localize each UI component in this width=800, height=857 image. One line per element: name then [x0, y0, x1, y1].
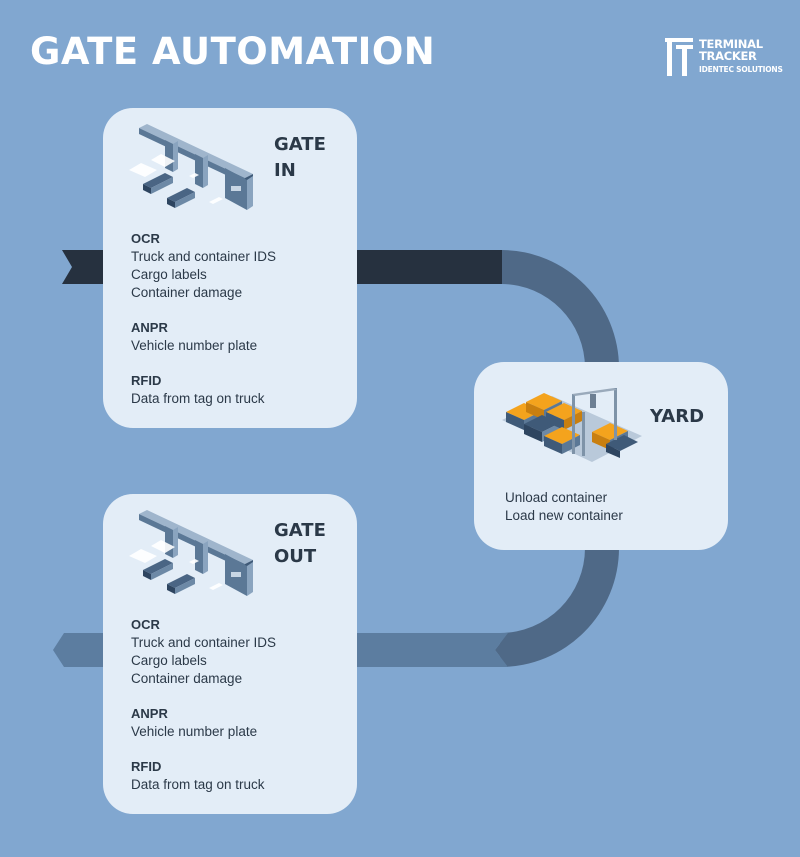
gate-in-feature-ocr: OCR Truck and container IDS Cargo labels… — [131, 230, 351, 302]
gate-in-title: GATE IN — [274, 132, 326, 184]
feature-name: OCR — [131, 231, 160, 246]
feature-item: Cargo labels — [131, 653, 207, 668]
flow-in-arrow-head — [356, 250, 512, 284]
page-title: GATE AUTOMATION — [30, 30, 436, 73]
yard-action-load: Load new container — [505, 508, 623, 523]
flow-out-arrow-head — [53, 633, 104, 667]
container-yard-icon — [502, 388, 642, 462]
logo-line-terminal: TERMINAL — [699, 37, 763, 51]
feature-item: Vehicle number plate — [131, 724, 258, 739]
tt-monogram-icon — [665, 38, 693, 76]
gate-in-card: GATE IN OCR Truck and container IDS Carg… — [103, 108, 357, 428]
feature-item: Container damage — [131, 671, 243, 686]
logo-line-tracker: TRACKER — [699, 49, 757, 63]
gate-out-feature-ocr: OCR Truck and container IDS Cargo labels… — [131, 616, 351, 688]
feature-item: Data from tag on truck — [131, 391, 265, 406]
feature-item: Truck and container IDS — [131, 635, 277, 650]
gate-in-feature-rfid: RFID Data from tag on truck — [131, 372, 351, 408]
feature-name: RFID — [131, 373, 162, 388]
gate-out-title-line2: OUT — [274, 546, 317, 567]
gate-in-title-line2: IN — [274, 160, 296, 181]
gate-in-title-line1: GATE — [274, 134, 326, 155]
gate-out-title-line1: GATE — [274, 520, 326, 541]
feature-name: ANPR — [131, 320, 168, 335]
gate-out-features: OCR Truck and container IDS Cargo labels… — [131, 616, 351, 811]
gate-out-feature-anpr: ANPR Vehicle number plate — [131, 705, 351, 741]
feature-item: Data from tag on truck — [131, 777, 265, 792]
yard-action-unload: Unload container — [505, 490, 608, 505]
logo-line-identec: IDENTEC SOLUTIONS — [699, 65, 783, 74]
feature-name: RFID — [131, 759, 162, 774]
gate-out-title: GATE OUT — [274, 518, 326, 570]
terminal-tracker-logo: TERMINAL TRACKER IDENTEC SOLUTIONS — [665, 38, 783, 76]
feature-name: ANPR — [131, 706, 168, 721]
yard-card: YARD Unload container Load new container — [474, 362, 728, 550]
yard-title: YARD — [650, 406, 705, 427]
gate-in-features: OCR Truck and container IDS Cargo labels… — [131, 230, 351, 425]
feature-name: OCR — [131, 617, 160, 632]
flow-curve-to-yard — [502, 250, 619, 368]
gate-illustration-icon — [129, 510, 253, 596]
gate-out-feature-rfid: RFID Data from tag on truck — [131, 758, 351, 794]
yard-actions: Unload container Load new container — [505, 489, 623, 525]
feature-item: Truck and container IDS — [131, 249, 277, 264]
flow-curve-to-gate-out — [500, 548, 619, 667]
feature-item: Cargo labels — [131, 267, 207, 282]
feature-item: Container damage — [131, 285, 243, 300]
flow-curve-arrow-head — [495, 633, 508, 667]
feature-item: Vehicle number plate — [131, 338, 258, 353]
gate-illustration-icon — [129, 124, 253, 210]
gate-in-feature-anpr: ANPR Vehicle number plate — [131, 319, 351, 355]
gate-out-card: GATE OUT OCR Truck and container IDS Car… — [103, 494, 357, 814]
